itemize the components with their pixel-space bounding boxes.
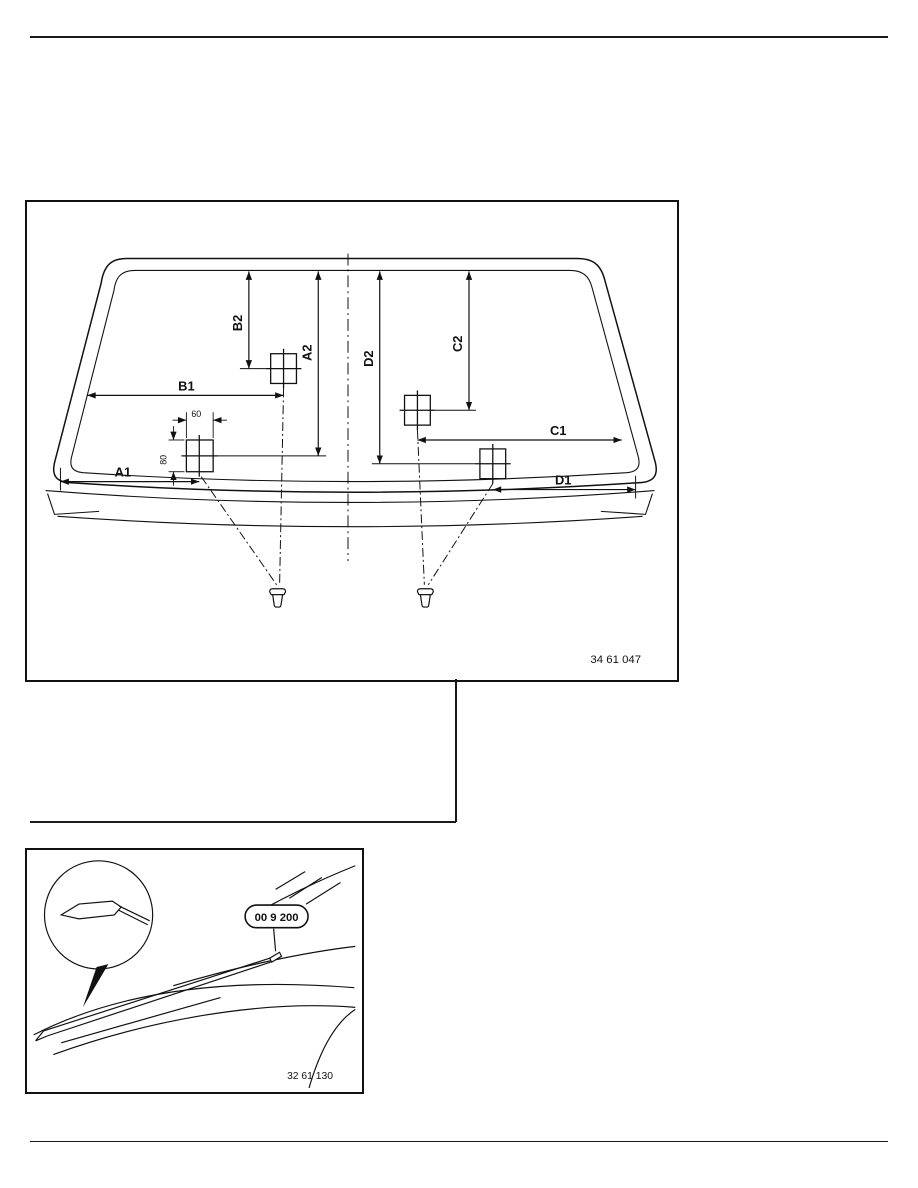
clip-hole-marks — [181, 348, 511, 484]
figure1-number: 34 61 047 — [590, 654, 641, 666]
dim-label-c1: C1 — [550, 423, 566, 438]
dimension-lines — [59, 271, 637, 499]
clip-hole-a — [181, 435, 219, 477]
dim-label-60: 60 — [191, 409, 201, 419]
hood-curve — [33, 983, 355, 1036]
windshield-outer-outline — [53, 257, 657, 494]
apillar-curve — [259, 865, 356, 912]
dim-label-b2: B2 — [230, 315, 245, 331]
wiper-arm — [35, 957, 271, 1044]
dim-label-a1: A1 — [115, 465, 131, 480]
glass-hatching — [275, 871, 341, 905]
figure-windshield-dimensions: B2 A2 D2 C2 B1 C1 A1 D1 60 80 34 61 047 — [25, 200, 679, 682]
dimension-labels: B2 A2 D2 C2 B1 C1 A1 D1 60 80 — [115, 315, 572, 488]
clip-hole-c — [399, 390, 436, 431]
hood-lower-curve — [53, 1005, 356, 1056]
cowl-right-cap — [600, 493, 653, 515]
windshield-inner-outline — [70, 269, 640, 483]
tool-number: 00 9 200 — [255, 912, 299, 924]
dim-label-a2: A2 — [299, 344, 314, 360]
wiper-tool-diagram: 00 9 200 32 61 130 — [33, 860, 356, 1088]
plug-icon — [269, 588, 287, 608]
column-divider — [455, 679, 457, 822]
dim-label-b1: B1 — [178, 378, 194, 393]
cowl-top-line — [45, 490, 655, 503]
clip-hole-d — [474, 443, 511, 484]
dim-label-c2: C2 — [450, 336, 465, 352]
leader-lines — [200, 388, 494, 586]
plug-icon — [416, 588, 434, 608]
clip-plug-icons — [269, 588, 434, 608]
inset-wiper-tip — [59, 900, 123, 920]
inset-pointer — [82, 964, 109, 1008]
bottom-rule — [30, 1141, 888, 1142]
dim-label-d2: D2 — [361, 350, 376, 366]
cowl-left-cap — [47, 493, 100, 515]
windshield-diagram: B2 A2 D2 C2 B1 C1 A1 D1 60 80 34 61 047 — [45, 253, 657, 666]
fender-curve — [308, 1008, 356, 1088]
dim-label-d1: D1 — [555, 473, 571, 488]
inset-tool-rod — [118, 905, 150, 922]
cowl-curve — [173, 945, 356, 987]
figure-wiper-tool: 00 9 200 32 61 130 — [25, 848, 364, 1094]
section-rule — [30, 821, 456, 823]
cowl-bottom-line — [57, 515, 643, 528]
clip-hole-b — [265, 348, 302, 389]
top-rule — [30, 36, 888, 38]
dim-label-80: 80 — [159, 455, 169, 465]
tool-badge: 00 9 200 — [244, 904, 309, 929]
figure2-number: 32 61 130 — [287, 1071, 333, 1082]
badge-leader-line — [273, 928, 277, 952]
tool-tip — [268, 951, 283, 963]
